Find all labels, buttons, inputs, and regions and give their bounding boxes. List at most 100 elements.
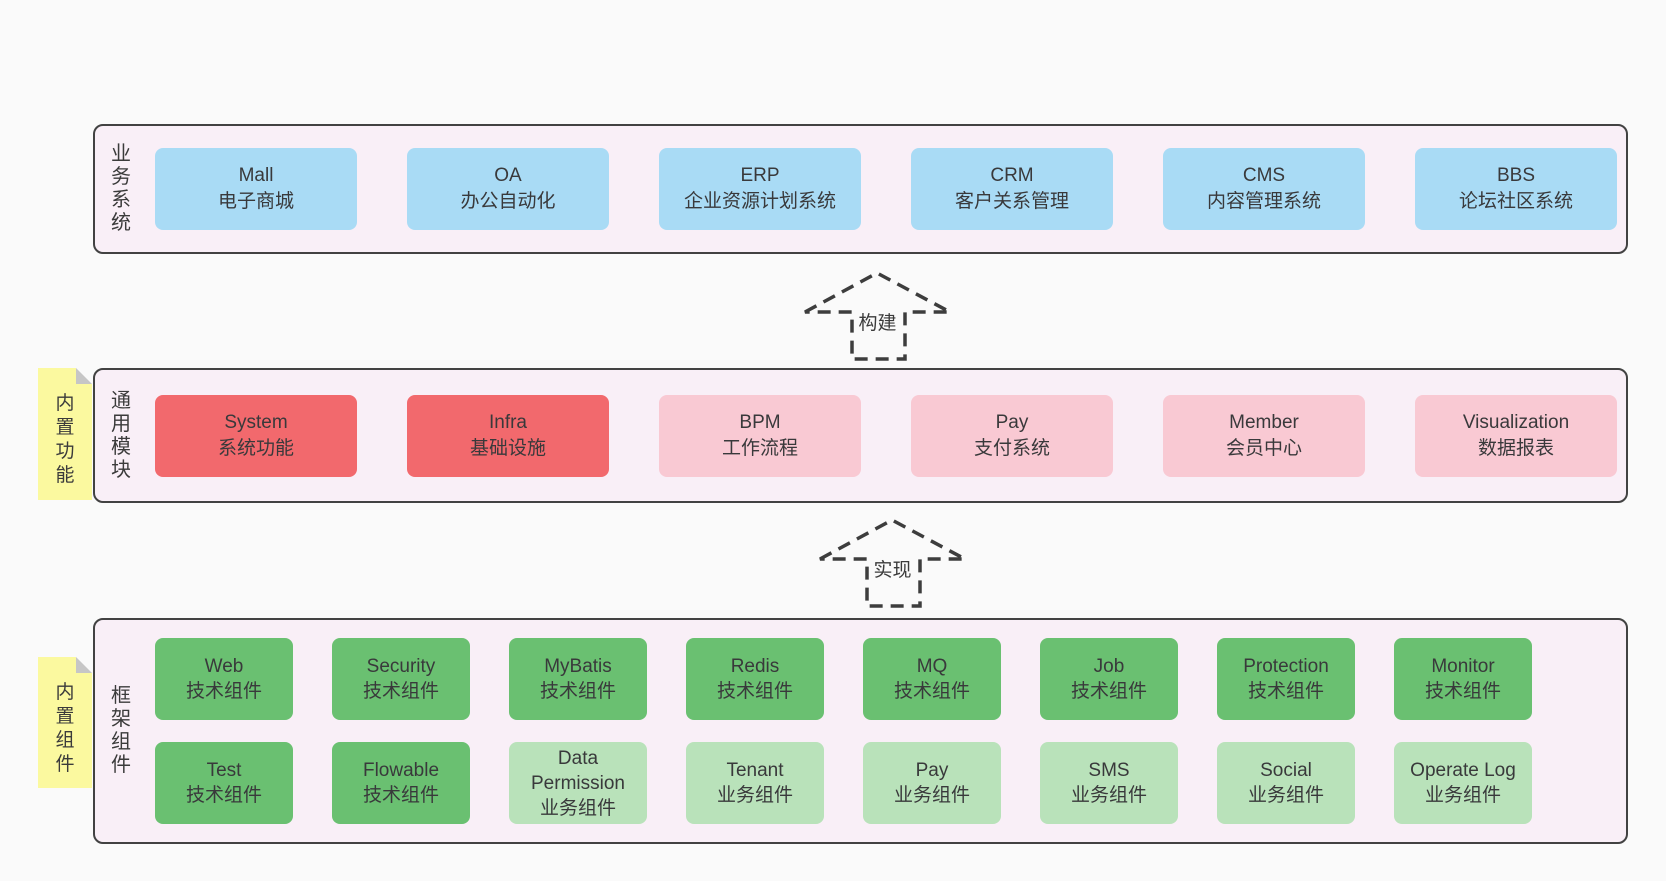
module-name: Pay [995, 411, 1029, 433]
module-desc: 基础设施 [469, 437, 546, 459]
module-name: Security [366, 656, 436, 677]
module-name: CRM [990, 165, 1034, 186]
module-desc: 技术组件 [1247, 681, 1324, 702]
module-name: Mall [238, 165, 274, 186]
module-desc: 业务组件 [1424, 785, 1501, 806]
box-protection: Protection 技术组件 [1217, 638, 1355, 720]
module-desc: 业务组件 [716, 785, 793, 806]
sticky-note-builtin-features: 内置功能 [38, 368, 92, 500]
module-name: BPM [739, 411, 781, 433]
module-name: SMS [1088, 760, 1130, 781]
module-name: Protection [1243, 656, 1329, 677]
framework-row-2: Test 技术组件 Flowable 技术组件 Data Permission … [155, 742, 1614, 824]
module-desc: 业务组件 [1070, 785, 1147, 806]
box-erp: ERP 企业资源计划系统 [659, 148, 861, 230]
box-mq: MQ 技术组件 [863, 638, 1001, 720]
module-desc: 工作流程 [721, 437, 798, 459]
panel-business-systems: 业务系统 Mall 电子商城 OA 办公自动化 ERP 企业资源计划系统 CRM… [93, 124, 1628, 254]
module-desc: 技术组件 [185, 681, 262, 702]
box-member: Member 会员中心 [1163, 394, 1365, 477]
box-mall: Mall 电子商城 [155, 148, 357, 230]
module-desc: 内容管理系统 [1206, 191, 1321, 212]
box-tenant: Tenant 业务组件 [686, 742, 824, 824]
module-name: Flowable [362, 760, 440, 781]
arrow-build: 构建 [800, 268, 955, 363]
box-security: Security 技术组件 [332, 638, 470, 720]
module-desc: 会员中心 [1225, 437, 1302, 459]
module-desc: 办公自动化 [460, 191, 556, 212]
module-name: BBS [1496, 165, 1536, 186]
box-oa: OA 办公自动化 [407, 148, 609, 230]
module-name: Visualization [1462, 411, 1570, 433]
module-name: Member [1229, 411, 1299, 433]
module-name: System [224, 411, 288, 433]
module-name: Web [204, 656, 244, 677]
box-infra: Infra 基础设施 [407, 394, 609, 477]
box-system: System 系统功能 [155, 394, 357, 477]
module-desc: 业务组件 [539, 797, 616, 819]
box-visualization: Visualization 数据报表 [1415, 394, 1617, 477]
module-name: Redis [730, 656, 780, 677]
module-desc: 技术组件 [185, 785, 262, 806]
box-web: Web 技术组件 [155, 638, 293, 720]
box-bbs: BBS 论坛社区系统 [1415, 148, 1617, 230]
sticky-note-text: 内置组件 [55, 682, 75, 775]
panel-common-modules: 通用模块 System 系统功能 Infra 基础设施 BPM 工作流程 Pay… [93, 368, 1628, 503]
box-mybatis: MyBatis 技术组件 [509, 638, 647, 720]
arrow-build-label: 构建 [853, 306, 902, 337]
module-name: Pay [915, 760, 949, 781]
module-name: Monitor [1431, 656, 1495, 677]
sticky-note-builtin-components: 内置组件 [38, 657, 92, 788]
module-desc: 支付系统 [973, 437, 1050, 459]
business-rows: Mall 电子商城 OA 办公自动化 ERP 企业资源计划系统 CRM 客户关系… [155, 148, 1617, 230]
modules-row: System 系统功能 Infra 基础设施 BPM 工作流程 Pay 支付系统… [155, 394, 1617, 477]
module-desc: 技术组件 [362, 785, 439, 806]
module-desc: 企业资源计划系统 [683, 191, 836, 212]
module-desc: 数据报表 [1477, 437, 1554, 459]
module-name: MQ [916, 656, 948, 677]
panel-title-modules: 通用模块 [111, 389, 131, 481]
module-desc: 技术组件 [1424, 681, 1501, 702]
module-desc: 系统功能 [217, 437, 294, 459]
module-desc: 论坛社区系统 [1458, 191, 1573, 212]
module-name: Data Permission [531, 747, 625, 794]
box-redis: Redis 技术组件 [686, 638, 824, 720]
box-cms: CMS 内容管理系统 [1163, 148, 1365, 230]
dashed-up-arrow-icon [819, 518, 966, 608]
framework-row-1: Web 技术组件 Security 技术组件 MyBatis 技术组件 Redi… [155, 638, 1614, 720]
business-row: Mall 电子商城 OA 办公自动化 ERP 企业资源计划系统 CRM 客户关系… [155, 148, 1617, 230]
box-test: Test 技术组件 [155, 742, 293, 824]
module-name: MyBatis [544, 656, 612, 677]
box-monitor: Monitor 技术组件 [1394, 638, 1532, 720]
framework-rows: Web 技术组件 Security 技术组件 MyBatis 技术组件 Redi… [155, 638, 1614, 824]
box-sms: SMS 业务组件 [1040, 742, 1178, 824]
panel-title-framework: 框架组件 [111, 685, 131, 776]
module-name: Tenant [726, 760, 784, 781]
module-name: Social [1260, 760, 1312, 781]
box-job: Job 技术组件 [1040, 638, 1178, 720]
box-flowable: Flowable 技术组件 [332, 742, 470, 824]
module-name: Test [206, 760, 242, 781]
arrow-implement: 实现 [815, 515, 970, 610]
box-pay: Pay 支付系统 [911, 394, 1113, 477]
box-social: Social 业务组件 [1217, 742, 1355, 824]
module-desc: 客户关系管理 [954, 191, 1069, 212]
module-desc: 技术组件 [539, 681, 616, 702]
sticky-note-text: 内置功能 [55, 393, 75, 486]
module-name: CMS [1242, 165, 1286, 186]
module-name: ERP [740, 165, 780, 186]
box-crm: CRM 客户关系管理 [911, 148, 1113, 230]
box-pay-biz: Pay 业务组件 [863, 742, 1001, 824]
module-desc: 电子商城 [217, 191, 294, 212]
box-operate-log: Operate Log 业务组件 [1394, 742, 1532, 824]
dashed-up-arrow-icon [804, 271, 951, 361]
arrow-implement-label: 实现 [868, 553, 917, 584]
module-name: Infra [488, 411, 528, 433]
module-desc: 技术组件 [362, 681, 439, 702]
panel-title-business: 业务系统 [111, 143, 131, 234]
panel-framework-components: 框架组件 Web 技术组件 Security 技术组件 MyBatis 技术组件… [93, 618, 1628, 844]
module-desc: 业务组件 [1247, 785, 1324, 806]
module-name: Operate Log [1410, 760, 1516, 781]
modules-rows: System 系统功能 Infra 基础设施 BPM 工作流程 Pay 支付系统… [155, 394, 1617, 477]
module-name: OA [494, 165, 522, 186]
